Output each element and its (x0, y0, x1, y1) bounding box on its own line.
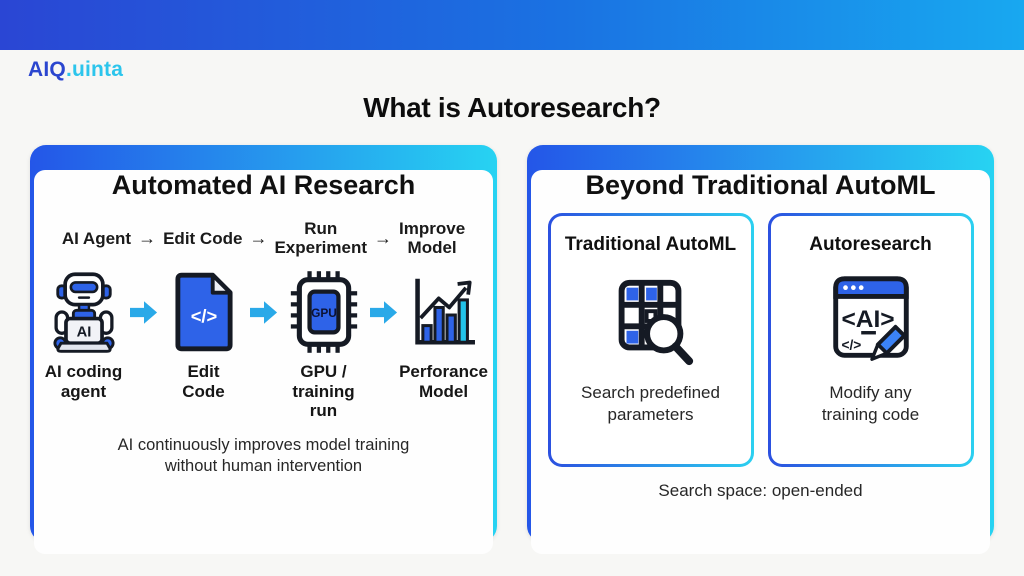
flow-arrow-icon (249, 267, 278, 357)
comparison-cards: Traditional AutoML (531, 213, 990, 467)
flow-arrow-glyph: → (138, 227, 157, 248)
left-panel-caption: AI continuously improves model training … (117, 435, 410, 476)
performance-chart-icon (410, 267, 478, 357)
code-file-glyph: </> (190, 306, 217, 327)
right-panel-title: Beyond Traditional AutoML (585, 170, 936, 200)
panels-row: Automated AI Research AI Agent → Edit Co… (30, 145, 994, 554)
panel-automated-ai-research: Automated AI Research AI Agent → Edit Co… (30, 145, 497, 554)
flow-arrow-glyph: → (374, 227, 393, 248)
flow-arrow-glyph: → (249, 227, 268, 248)
right-panel-caption: Search space: open-ended (658, 481, 863, 500)
flow-item-ai-agent: AI Agent (61, 228, 132, 248)
gpu-chip-icon: GPU (290, 267, 358, 357)
panel-beyond-traditional-automl: Beyond Traditional AutoML Traditional Au… (527, 145, 994, 554)
robot-coding-icon: AI (43, 267, 125, 357)
card-traditional-automl: Traditional AutoML (547, 213, 754, 467)
gpu-label: GPU (311, 306, 337, 320)
card-title: Traditional AutoML (564, 234, 737, 255)
code-file-icon: </> (174, 267, 234, 357)
browser-code-glyph: </> (841, 337, 861, 352)
robot-ai-badge: AI (76, 325, 91, 341)
top-banner (0, 0, 1024, 50)
brand-logo: AIQ.uinta (28, 58, 123, 82)
flow-item-edit-code: Edit Code (163, 228, 243, 248)
browser-ai-glyph: <AI> (841, 306, 894, 333)
card-caption: Search predefined parameters (581, 383, 720, 424)
brand-logo-secondary: .uinta (65, 58, 124, 81)
grid-search-icon (602, 268, 700, 372)
flow-arrow-icon (369, 267, 398, 357)
left-panel-title: Automated AI Research (111, 170, 416, 200)
card-caption: Modify any training code (821, 383, 920, 424)
page-title: What is Autoresearch? (363, 92, 661, 123)
flow-arrow-icon (129, 267, 158, 357)
brand-logo-primary: AIQ (28, 58, 66, 81)
ai-browser-icon: <AI> </> (822, 268, 920, 372)
card-title: Autoresearch (809, 234, 932, 255)
card-autoresearch: Autoresearch <AI> </> (767, 213, 974, 467)
